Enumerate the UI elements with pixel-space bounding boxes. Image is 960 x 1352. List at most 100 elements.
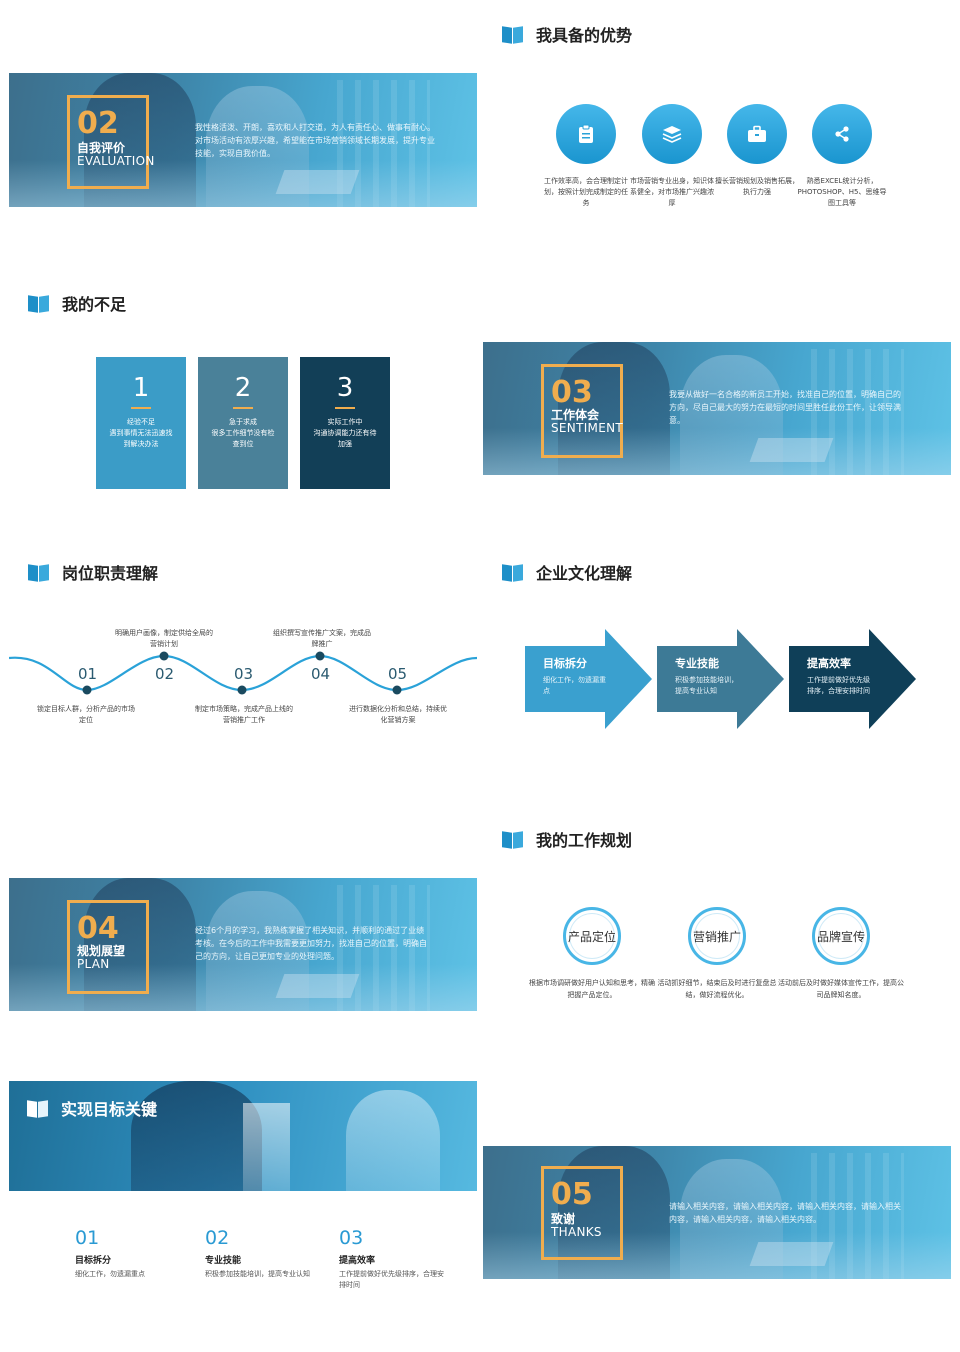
goal-key-item-text: 细化工作，勿遗漏重点	[75, 1270, 145, 1278]
outlook-desc: 经过6个月的学习，我熟练掌握了相关知识，并顺利的通过了业绩考核。在今后的工作中我…	[195, 926, 427, 961]
duty-text: 组织撰写宣传推广文案，完成品牌推广	[273, 629, 371, 648]
shortcoming-number: 1	[132, 373, 150, 403]
book-icon	[502, 563, 524, 582]
shortcoming-number: 2	[234, 373, 252, 403]
wave-dot	[315, 651, 325, 661]
book-icon	[27, 1099, 49, 1118]
goal-key-item: 01 目标拆分 细化工作，勿遗漏重点	[75, 1227, 185, 1280]
plan-title: 我的工作规划	[536, 831, 633, 850]
goal-key-title: 实现目标关键	[61, 1100, 158, 1119]
goal-key-header: 实现目标关键	[27, 1096, 157, 1120]
advantage-text: 熟悉EXCEL统计分析，PHOTOSHOP、H5、思维导图工具等	[797, 177, 887, 207]
outlook-number: 04	[77, 911, 119, 946]
outlook-frame	[67, 900, 149, 994]
advantage-item: 工作效率高，会合理制定计划，按照计划完成制定的任务	[541, 104, 631, 209]
wave-dot	[237, 685, 247, 695]
duty-number: 01	[78, 665, 98, 683]
layers-icon	[642, 104, 702, 164]
book-icon	[502, 830, 524, 849]
shortcoming-card: 3 实际工作中 沟通协调能力还有待 加强	[300, 357, 390, 489]
evaluation-frame	[67, 95, 149, 189]
evaluation-title: 自我评价	[77, 141, 126, 155]
advantage-item: 熟悉EXCEL统计分析，PHOTOSHOP、H5、思维导图工具等	[797, 104, 887, 209]
shortcoming-line: 加强	[338, 440, 352, 448]
plan-circle: 品牌宣传	[812, 907, 870, 965]
plan-circle: 产品定位	[563, 907, 621, 965]
outlook-en: PLAN	[77, 957, 110, 971]
duties-title: 岗位职责理解	[62, 564, 159, 583]
shortcoming-line: 急于求成	[229, 418, 257, 426]
shortcoming-line: 很多工作细节没有检	[211, 429, 275, 437]
shortcoming-line: 查到位	[232, 440, 254, 448]
duties-wave	[9, 651, 477, 695]
plan-item: 品牌宣传 活动前后及时做好媒体宣传工作，提高公司品牌知名度。	[776, 907, 906, 1001]
thanks-desc: 请输入相关内容，请输入相关内容，请输入相关内容，请输入相关内容，请输入相关内容，…	[669, 1202, 901, 1224]
shortcoming-line: 经验不足	[127, 418, 155, 426]
culture-arrow-title: 目标拆分	[543, 657, 587, 670]
thanks-en: THANKS	[551, 1225, 602, 1239]
book-icon	[28, 563, 50, 582]
thanks-frame	[541, 1166, 623, 1260]
shortcoming-line: 实际工作中	[327, 418, 363, 426]
duties-header: 岗位职责理解	[28, 560, 158, 584]
goal-key-item-title: 提高效率	[339, 1256, 376, 1266]
book-icon	[502, 25, 524, 44]
sentiment-frame	[541, 364, 623, 458]
shortcomings-header: 我的不足	[28, 291, 126, 315]
shortcomings-title: 我的不足	[62, 295, 127, 314]
share-icon	[812, 104, 872, 164]
plan-item: 产品定位 根据市场调研做好用户认知和思考，精确把握产品定位。	[527, 907, 657, 1001]
outlook-banner: 04 规划展望 PLAN 经过6个月的学习，我熟练掌握了相关知识，并顺利的通过了…	[9, 878, 477, 1011]
goal-key-item-title: 专业技能	[205, 1256, 242, 1266]
culture-header: 企业文化理解	[502, 560, 632, 584]
plan-item: 营销推广 活动抓好细节，结束后及时进行复盘总结，做好流程优化。	[652, 907, 782, 1001]
evaluation-banner: 02 自我评价 EVALUATION 我性格活泼、开朗，喜欢和人打交道，为人有责…	[9, 73, 477, 207]
plan-header: 我的工作规划	[502, 827, 632, 851]
evaluation-desc: 我性格活泼、开朗，喜欢和人打交道，为人有责任心、做事有耐心。对市场活动有浓厚兴趣…	[195, 123, 435, 158]
goal-key-number: 02	[205, 1227, 230, 1249]
duty-text: 进行数据化分析和总结，持续优化营销方案	[349, 705, 447, 724]
plan-circle: 营销推广	[688, 907, 746, 965]
culture-title: 企业文化理解	[536, 564, 633, 583]
wave-dot	[392, 685, 402, 695]
plan-text: 活动抓好细节，结束后及时进行复盘总结，做好流程优化。	[657, 979, 777, 999]
culture-arrow-text: 积极参加技能培训，提高专业认知	[675, 676, 738, 695]
goal-key-item-text: 积极参加技能培训，提高专业认知	[205, 1270, 310, 1278]
thanks-title: 致谢	[551, 1212, 576, 1226]
briefcase-icon	[727, 104, 787, 164]
wave-dot	[159, 651, 169, 661]
duty-number: 04	[311, 665, 331, 683]
shortcoming-card: 2 急于求成 很多工作细节没有检 查到位	[198, 357, 288, 489]
plan-text: 活动前后及时做好媒体宣传工作，提高公司品牌知名度。	[778, 979, 904, 999]
goal-key-item-title: 目标拆分	[75, 1256, 112, 1266]
shortcoming-line: 遇到事情无法迅速找	[109, 429, 173, 437]
sentiment-desc: 我要从做好一名合格的新员工开始，找准自己的位置，明确自己的方向，尽自己最大的努力…	[669, 390, 901, 425]
duty-text: 制定市场策略，完成产品上线的营销推广工作	[195, 705, 293, 724]
duty-text: 锁定目标人群，分析产品的市场定位	[37, 705, 135, 724]
outlook-title: 规划展望	[77, 944, 126, 958]
goal-key-item: 03 提高效率 工作提前做好优先级排序，合理安排时间	[339, 1227, 449, 1291]
advantage-text: 工作效率高，会合理制定计划，按照计划完成制定的任务	[544, 177, 628, 207]
goal-key-banner: 实现目标关键	[9, 1081, 477, 1191]
duty-number: 03	[234, 665, 254, 683]
culture-arrow: 目标拆分 细化工作，勿遗漏重点	[525, 629, 653, 729]
sentiment-number: 03	[551, 375, 593, 410]
evaluation-en: EVALUATION	[77, 154, 155, 168]
advantages-header: 我具备的优势	[502, 22, 632, 46]
culture-arrow: 提高效率 工作提前做好优先级排序，合理安排时间	[789, 629, 917, 729]
advantage-text: 市场营销专业出身，知识体系健全，对市场推广兴趣浓厚	[630, 177, 714, 207]
goal-key-item-text: 工作提前做好优先级排序，合理安排时间	[339, 1270, 444, 1289]
advantage-item: 市场营销专业出身，知识体系健全，对市场推广兴趣浓厚	[627, 104, 717, 209]
goal-key-number: 03	[339, 1227, 364, 1249]
goal-key-number: 01	[75, 1227, 100, 1249]
wave-dot	[82, 685, 92, 695]
culture-arrow-title: 提高效率	[807, 657, 851, 670]
goal-key-item: 02 专业技能 积极参加技能培训，提高专业认知	[205, 1227, 315, 1280]
duty-text: 明确用户画像，制定供给全局的营销计划	[115, 629, 213, 648]
duty-number: 05	[388, 665, 408, 683]
culture-arrow: 专业技能 积极参加技能培训，提高专业认知	[657, 629, 785, 729]
shortcoming-line: 到解决办法	[123, 440, 159, 448]
advantages-title: 我具备的优势	[536, 26, 633, 45]
sentiment-title: 工作体会	[551, 408, 600, 422]
shortcoming-card: 1 经验不足 遇到事情无法迅速找 到解决办法	[96, 357, 186, 489]
